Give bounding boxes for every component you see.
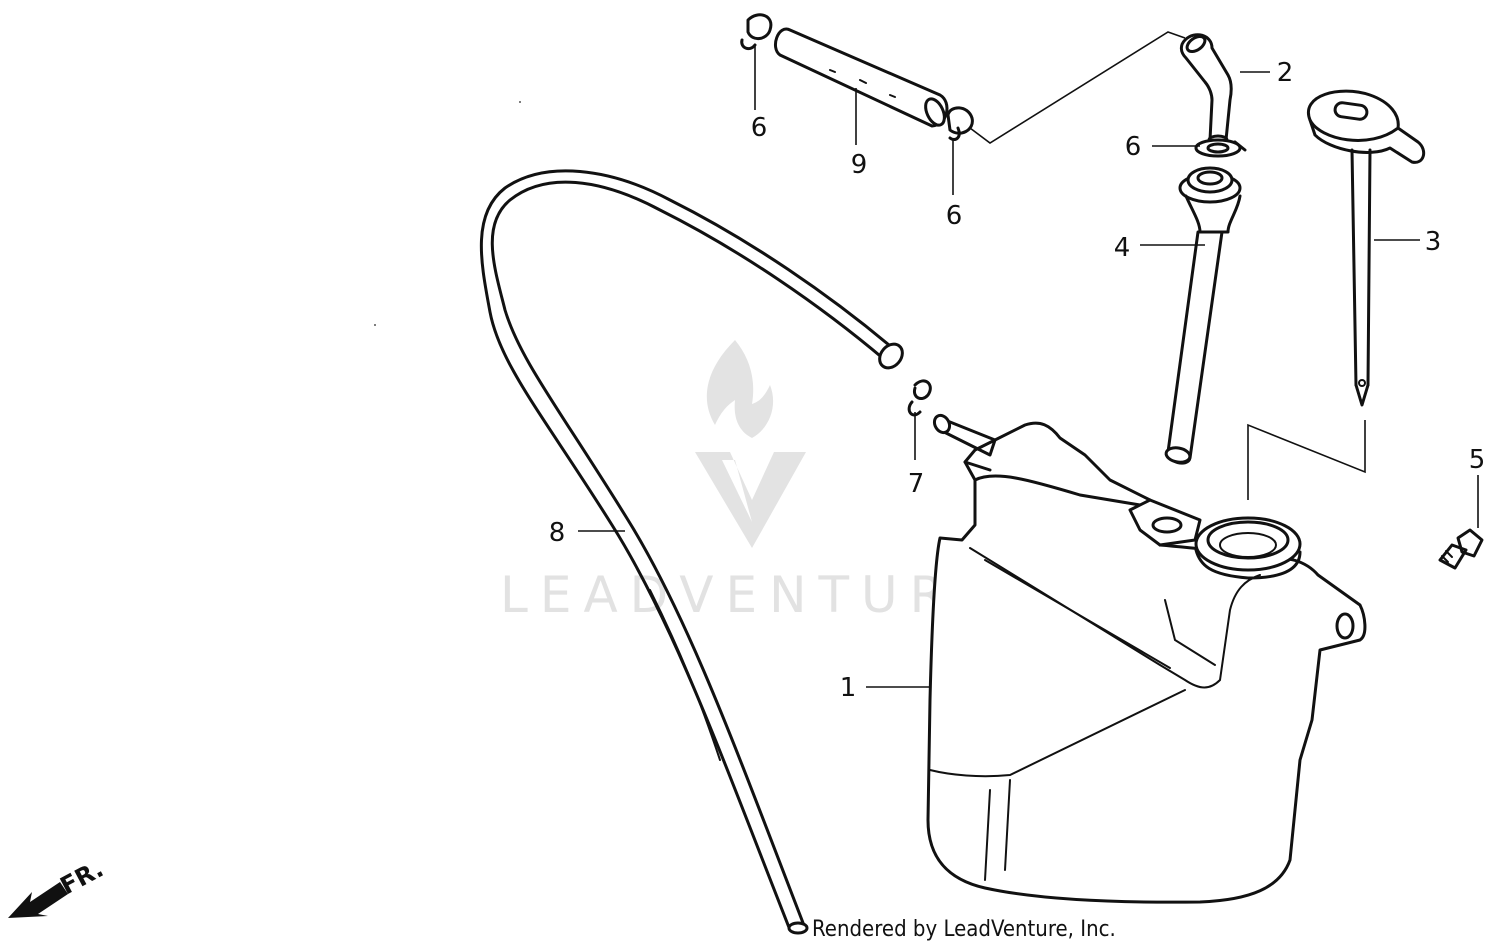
hose-clip-lower <box>946 106 974 142</box>
callout-6-middle: 6 <box>1125 132 1142 162</box>
render-credit: Rendered by LeadVenture, Inc. <box>812 917 1116 942</box>
callout-1: 1 <box>840 673 857 703</box>
clip-part-7 <box>907 379 932 417</box>
hose-clip-upper <box>740 13 773 51</box>
level-gauge-part-3 <box>1306 89 1426 407</box>
filler-tube-part-4 <box>1164 166 1242 465</box>
callout-8: 8 <box>549 518 566 548</box>
assembly-line-hose <box>969 31 1186 144</box>
elbow-part-2 <box>1179 33 1233 146</box>
callout-2: 2 <box>1277 58 1294 88</box>
callout-6-upper-left: 6 <box>751 113 768 143</box>
front-arrow-icon <box>8 882 68 918</box>
clip-part-6-mid <box>1194 138 1247 158</box>
speck <box>374 324 376 326</box>
watermark: LEADVENTURE <box>500 340 1000 624</box>
overflow-tube-part-8 <box>479 169 904 935</box>
assembly-line-gauge <box>1247 420 1366 500</box>
watermark-flame-icon <box>706 340 774 438</box>
leader-lines <box>578 45 1479 688</box>
watermark-text: LEADVENTURE <box>500 566 1000 624</box>
drain-bolt-part-5 <box>1438 528 1484 570</box>
front-direction-indicator: FR. <box>8 855 108 918</box>
reservoir-tank-part-1 <box>926 413 1367 904</box>
callout-3: 3 <box>1425 227 1442 257</box>
watermark-v-icon <box>695 452 806 548</box>
callout-6-lower: 6 <box>946 201 963 231</box>
callout-7: 7 <box>908 469 925 499</box>
callout-9: 9 <box>851 150 868 180</box>
hose-part-9 <box>774 27 949 128</box>
callouts: 1 2 3 4 5 6 6 6 7 8 9 <box>549 58 1486 703</box>
speck <box>519 101 521 103</box>
callout-4: 4 <box>1114 233 1131 263</box>
callout-5: 5 <box>1469 445 1486 475</box>
